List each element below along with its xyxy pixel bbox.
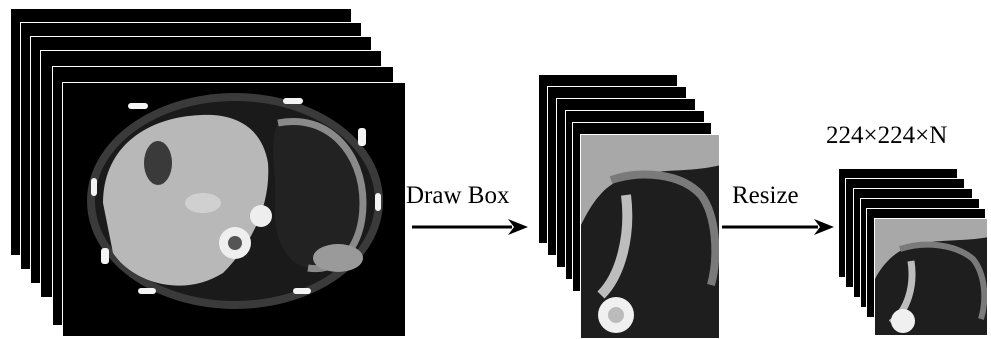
draw-box-label: Draw Box — [406, 182, 509, 210]
arrow-draw-box — [412, 219, 528, 235]
output-size-label: 224×224×N — [826, 122, 947, 150]
resize-label: Resize — [732, 182, 799, 210]
arrow-resize — [722, 219, 834, 235]
